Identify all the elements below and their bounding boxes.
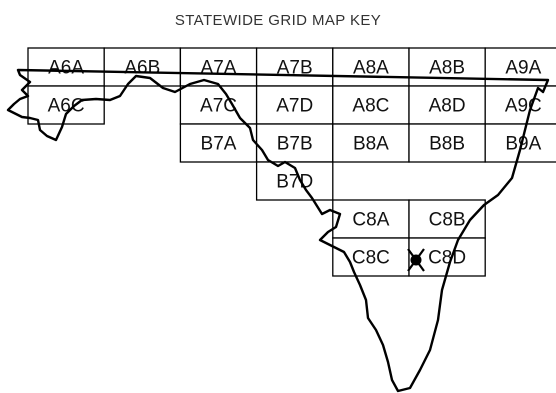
grid-cell-label-c8c: C8C [352,248,390,269]
grid-cell-label-a8d: A8D [429,96,466,117]
grid-cell-c8c [332,237,410,277]
grid-cell-label-a9c: A9C [505,96,542,117]
grid-cell-label-b7d: B7D [276,172,313,193]
grid-cell-label-c8b: C8B [429,210,466,231]
state-boundary-line [6,68,550,393]
location-marker-icon [407,248,425,272]
grid-cell-a8c [332,85,410,125]
grid-cell-label-a8a: A8A [353,58,389,79]
grid-cell-label-b7a: B7A [201,134,237,155]
grid-cell-label-a6a: A6A [48,58,84,79]
grid-cell-label-c8d: C8D [428,248,466,269]
grid-cell-a7d [255,85,334,125]
grid-cell-b7a [179,123,258,163]
grid-cell-b8b [408,123,486,163]
grid-cell-label-a7a: A7A [201,58,237,79]
grid-cell-label-b8a: B8A [353,134,389,155]
grid-cell-label-a8b: A8B [429,58,465,79]
grid-cell-label-a6b: A6B [124,58,160,79]
grid-cell-label-a9a: A9A [505,58,541,79]
grid-cell-label-b8b: B8B [429,134,465,155]
grid-cell-label-b9a: B9A [505,134,541,155]
grid-cell-label-a7d: A7D [276,96,313,117]
grid-cell-a6b [103,47,182,87]
grid-cell-label-a8c: A8C [352,96,389,117]
grid-cell-label-a7b: A7B [277,58,313,79]
map-title: STATEWIDE GRID MAP KEY [174,12,382,29]
grid-cell-label-a7c: A7C [200,96,237,117]
grid-cell-label-a6c: A6C [48,96,85,117]
grid-cell-label-b7b: B7B [277,134,313,155]
grid-cells: A6A A6B A7A A7B A8A A8B A9A A6C A7C A7D A8C A8D A9C B… [27,47,556,277]
grid-cell-a9c [484,85,556,125]
grid-cell-label-c8a: C8A [352,210,389,231]
grid-cell-c8a [332,199,410,239]
